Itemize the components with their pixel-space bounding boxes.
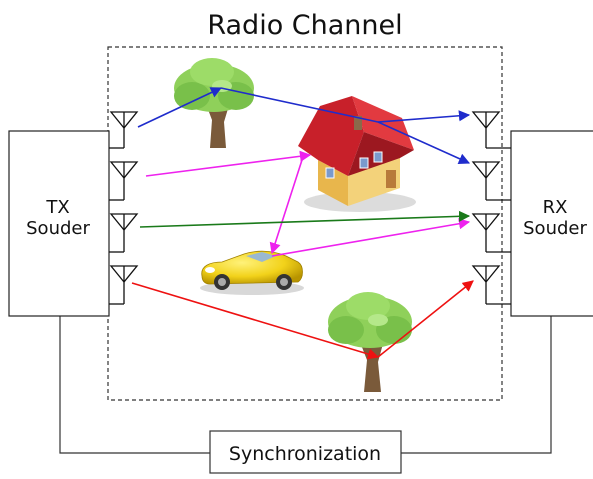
path-blue-tx-to-tree xyxy=(137,87,223,128)
path-red-tree-to-rx xyxy=(377,280,474,358)
antenna-icon xyxy=(109,161,139,201)
antenna-icon xyxy=(471,111,511,149)
path-magenta-tx-to-house xyxy=(145,150,312,177)
path-magenta-house-to-car xyxy=(269,159,303,255)
car-icon xyxy=(200,250,304,295)
channel-frame xyxy=(107,46,503,401)
antenna-icon xyxy=(471,265,511,305)
path-blue-tree-to-house xyxy=(220,87,379,123)
tx-label-line2: Souder xyxy=(26,218,90,239)
diagram-title: Radio Channel xyxy=(207,10,402,41)
path-magenta-car-to-rx xyxy=(271,218,471,257)
rx-label-line2: Souder xyxy=(523,218,587,239)
path-blue-to-rx2 xyxy=(377,121,471,164)
rx-label-line1: RX xyxy=(543,197,568,218)
antenna-icon xyxy=(471,213,511,253)
tree-icon xyxy=(174,58,254,148)
house-icon xyxy=(298,96,416,212)
antenna-icon xyxy=(471,161,511,201)
sync-box xyxy=(209,430,402,474)
tx-souder-box xyxy=(8,130,110,317)
rx-souder-box xyxy=(510,130,593,317)
tx-sync-line xyxy=(59,316,210,454)
tree-icon xyxy=(328,292,412,392)
rx-sync-line xyxy=(401,316,552,454)
tx-antennas xyxy=(109,111,139,305)
antenna-icon xyxy=(109,265,139,305)
antenna-icon xyxy=(109,213,139,253)
sync-label: Synchronization xyxy=(229,443,381,465)
rx-antennas xyxy=(471,111,511,305)
path-green-direct xyxy=(139,210,471,228)
path-blue-to-rx1 xyxy=(377,110,471,123)
path-red-tx-to-tree xyxy=(131,282,380,360)
tx-label-line1: TX xyxy=(45,197,69,218)
antenna-icon xyxy=(109,111,139,149)
